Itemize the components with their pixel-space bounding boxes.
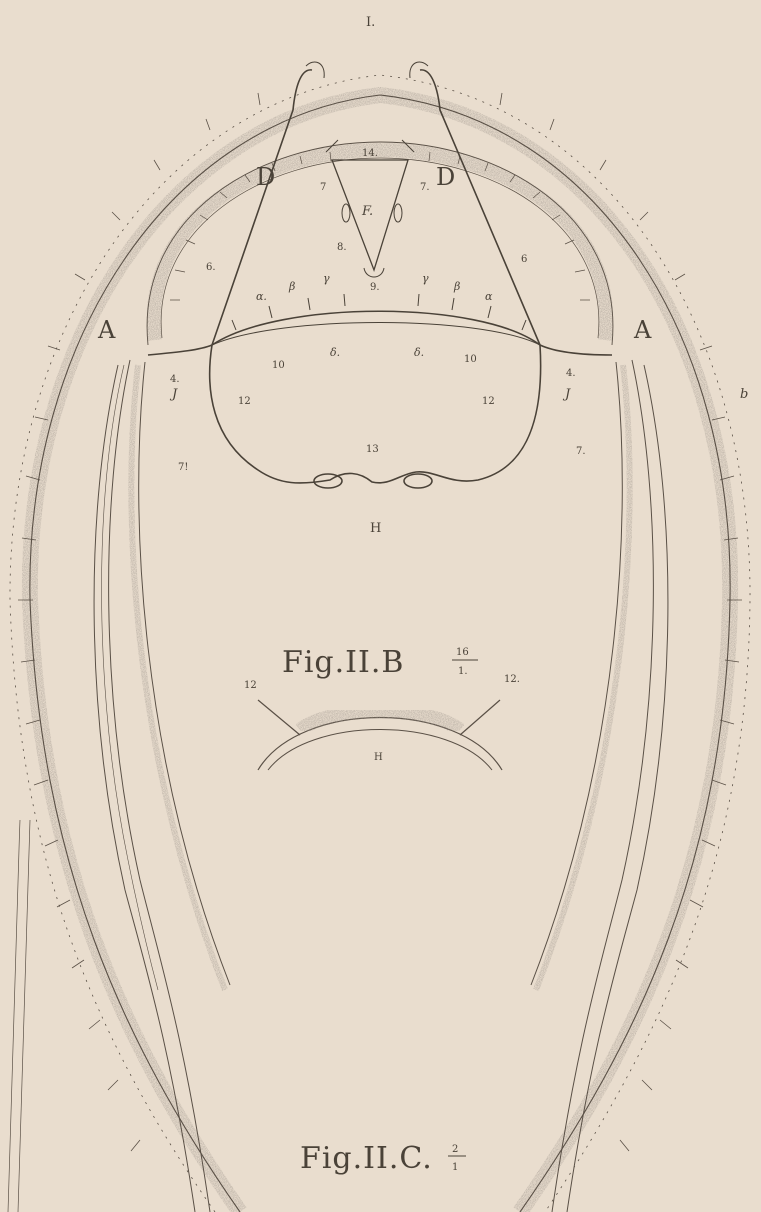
label-9: 9. [370, 282, 380, 293]
label-7-lower-right: 7. [576, 446, 586, 457]
label-10-right: 10 [464, 354, 477, 365]
label-12-right: 12 [482, 396, 495, 407]
label-14: 14. [362, 148, 378, 159]
greek-delta-right: δ. [414, 346, 424, 359]
fig-b-ratio-den: 1. [458, 666, 468, 677]
greek-gamma-left: γ [323, 272, 330, 285]
label-H-main: H [370, 521, 381, 536]
label-13: 13 [366, 444, 379, 455]
greek-gamma-right: γ [422, 272, 429, 285]
label-10-left: 10 [272, 360, 285, 371]
label-A-left: A [97, 316, 116, 344]
greek-alpha-left: α. [256, 290, 267, 303]
label-D-right: D [436, 163, 455, 191]
label-F: F. [361, 204, 373, 219]
label-6: 6. [206, 262, 216, 273]
label-7-lower-left: 7! [178, 462, 188, 473]
greek-delta-left: δ. [330, 346, 340, 359]
label-A-right: A [633, 316, 652, 344]
label-H-small: H [374, 752, 383, 763]
label-fig-b-12-right: 12. [504, 674, 520, 685]
fig-b-caption: Fig.II.B [282, 645, 404, 680]
label-4-left: 4. [170, 374, 180, 385]
label-D-left: D [256, 163, 275, 191]
fig-c-ratio-den: 1 [452, 1162, 458, 1173]
fig-c-caption: Fig.II.C. [300, 1141, 433, 1176]
label-b: b [740, 387, 748, 402]
fig-b-ratio-num: 16 [456, 647, 469, 658]
plate-numeral: I. [366, 15, 375, 30]
label-8: 8. [337, 242, 347, 253]
label-12-left: 12 [238, 396, 251, 407]
label-4-right: 4. [566, 368, 576, 379]
fig-c-ratio-num: 2 [452, 1144, 458, 1155]
label-7-left: 7 [320, 182, 326, 193]
label-7-right: 7. [420, 182, 430, 193]
label-5: 6 [521, 254, 527, 265]
label-fig-b-12-left: 12 [244, 680, 257, 691]
greek-beta-right: β [453, 280, 460, 293]
greek-beta-left: β [288, 280, 295, 293]
greek-alpha-right: α [485, 290, 493, 303]
